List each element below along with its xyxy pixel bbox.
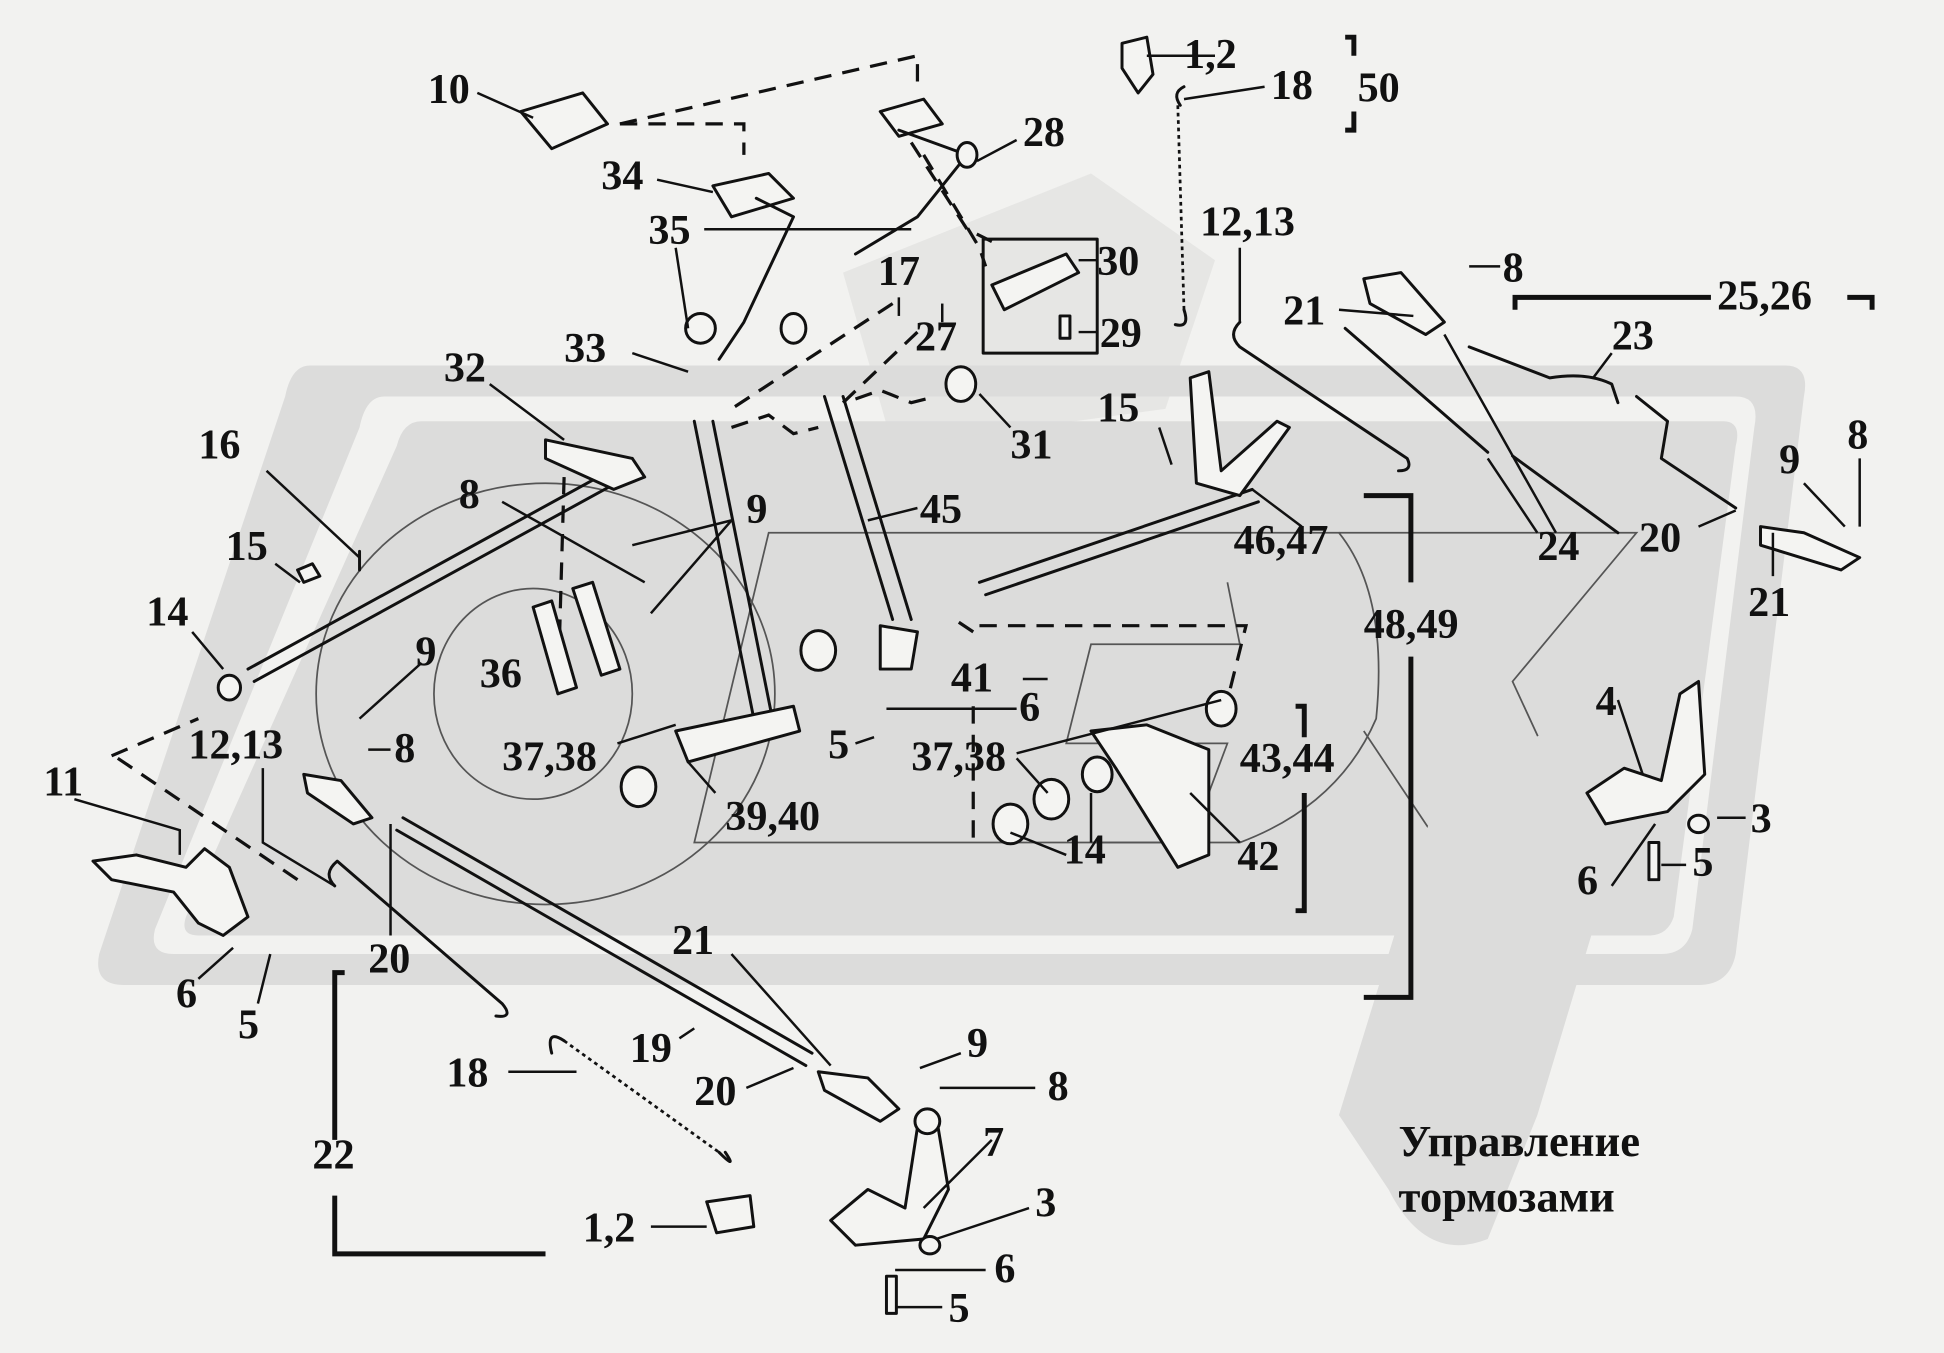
callout-48-49: 48,49 [1364, 601, 1459, 648]
callout-9-right: 9 [1779, 436, 1800, 483]
title-line-2: тормозами [1398, 1172, 1614, 1222]
callout-16: 16 [198, 421, 240, 468]
watermark-logo [98, 173, 1806, 1246]
callout-50: 50 [1358, 65, 1400, 112]
callout-14-left: 14 [146, 589, 188, 636]
callout-9-mid: 9 [746, 486, 767, 533]
callout-6-mid: 6 [1019, 684, 1040, 731]
callout-24: 24 [1537, 523, 1579, 570]
callout-5-mid: 5 [828, 721, 849, 768]
callout-labels: 10 34 35 28 1,2 18 50 12,13 30 29 17 27 … [43, 31, 1868, 1332]
title-line-1: Управление [1398, 1116, 1640, 1166]
callout-21-topright: 21 [1283, 288, 1325, 335]
callout-12-13-left: 12,13 [188, 721, 283, 768]
callout-45: 45 [920, 486, 962, 533]
callout-3-bottom: 3 [1035, 1180, 1056, 1227]
callout-20-bottom: 20 [694, 1068, 736, 1115]
callout-10: 10 [428, 66, 470, 113]
callout-33: 33 [564, 325, 606, 372]
callout-37-38-mid: 37,38 [911, 734, 1006, 781]
leader-lines [74, 34, 1875, 1309]
callout-8-mid: 8 [459, 471, 480, 518]
callout-8-right: 8 [1847, 412, 1868, 459]
callout-8-left: 8 [394, 725, 415, 772]
callout-30: 30 [1097, 238, 1139, 285]
callout-19: 19 [630, 1025, 672, 1072]
callout-5-right: 5 [1692, 839, 1713, 886]
callout-43-44: 43,44 [1240, 735, 1335, 782]
callout-1-2-top: 1,2 [1184, 31, 1237, 78]
callout-41: 41 [951, 654, 993, 701]
callout-15-left: 15 [226, 523, 268, 570]
callout-29: 29 [1100, 310, 1142, 357]
callout-28: 28 [1023, 109, 1065, 156]
callout-14-mid: 14 [1064, 827, 1106, 874]
callout-6-bottom: 6 [994, 1245, 1015, 1292]
callout-21-bottom: 21 [672, 917, 714, 964]
callout-32: 32 [444, 345, 486, 392]
callout-46-47: 46,47 [1234, 517, 1329, 564]
callout-27: 27 [915, 314, 957, 361]
callout-25-26: 25,26 [1717, 273, 1812, 320]
diagram-title: Управление тормозами [1398, 1116, 1640, 1222]
callout-5-left: 5 [238, 1001, 259, 1048]
callout-4: 4 [1596, 678, 1617, 725]
callout-42: 42 [1237, 833, 1279, 880]
callout-12-13-top: 12,13 [1200, 198, 1295, 245]
callout-9-bottom: 9 [967, 1020, 988, 1067]
callout-36: 36 [480, 651, 522, 698]
callout-18-bottom: 18 [446, 1050, 488, 1097]
callout-6-right: 6 [1577, 858, 1598, 905]
callout-8-bottom: 8 [1048, 1063, 1069, 1110]
callout-1-2-bottom: 1,2 [583, 1205, 636, 1252]
callout-37-38-left: 37,38 [502, 734, 597, 781]
callout-8-topright: 8 [1503, 244, 1524, 291]
callout-39-40: 39,40 [725, 793, 820, 840]
callout-20-left: 20 [368, 936, 410, 983]
callout-23: 23 [1612, 312, 1654, 359]
callout-21-right: 21 [1748, 579, 1790, 626]
callout-6-left: 6 [176, 970, 197, 1017]
callout-17: 17 [878, 248, 920, 295]
callout-15-right: 15 [1097, 384, 1139, 431]
pedal-pad-10 [519, 91, 609, 151]
callout-9-left: 9 [415, 628, 436, 675]
callout-3-right: 3 [1751, 796, 1772, 843]
part-drawings [91, 35, 1862, 1315]
callout-7: 7 [983, 1119, 1004, 1166]
callout-20-right: 20 [1639, 514, 1681, 561]
callout-31: 31 [1010, 421, 1052, 468]
callout-34: 34 [601, 153, 643, 200]
callout-18-top: 18 [1271, 62, 1313, 109]
callout-22: 22 [312, 1131, 354, 1178]
callout-35: 35 [648, 207, 690, 254]
callout-5-bottom: 5 [948, 1285, 969, 1332]
callout-11: 11 [43, 758, 83, 805]
